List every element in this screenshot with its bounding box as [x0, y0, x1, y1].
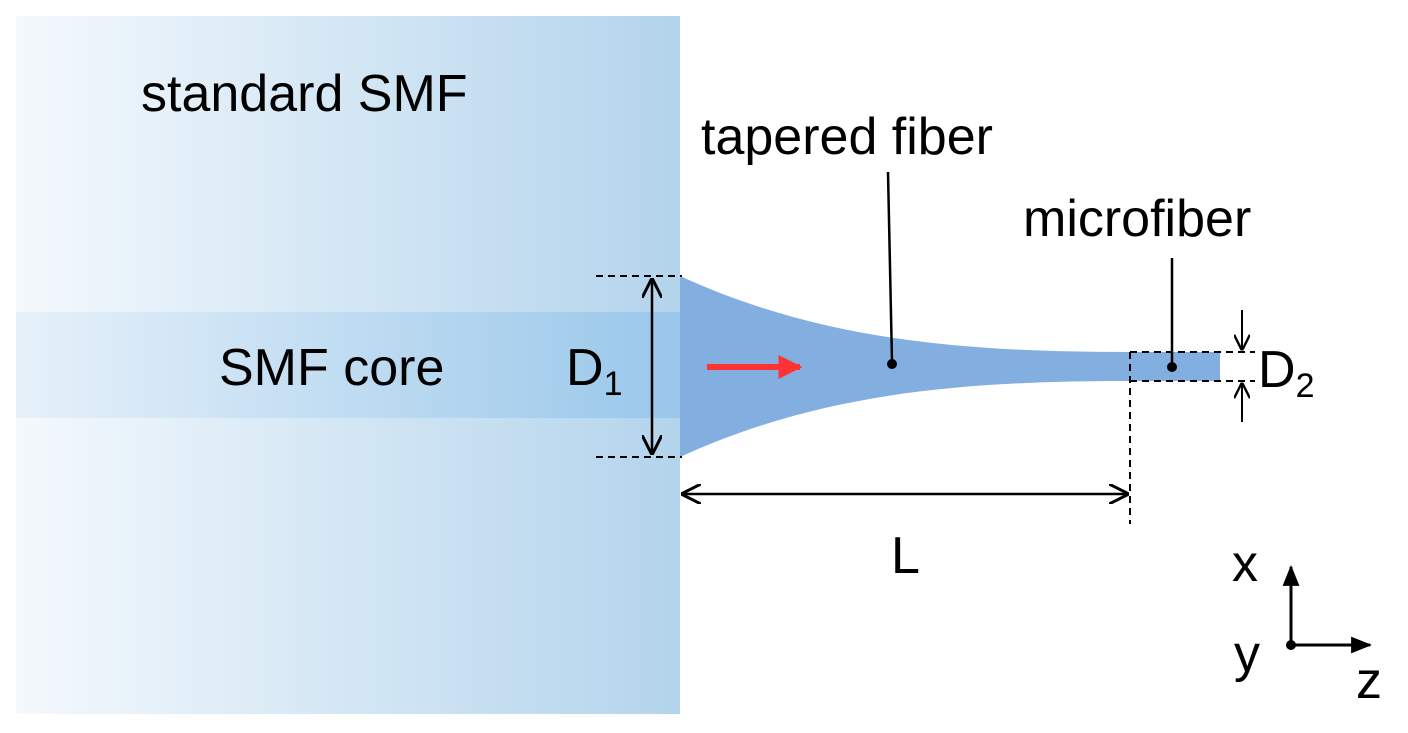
label-d1-sub: 1	[603, 365, 623, 403]
label-d2-main: D	[1258, 341, 1296, 399]
label-axis-y: y	[1234, 625, 1260, 683]
label-d1: D1	[566, 339, 622, 401]
label-axis-z: z	[1356, 652, 1382, 710]
label-smf-core: SMF core	[219, 339, 445, 397]
smf-core	[16, 312, 680, 418]
taper-leader-line	[886, 171, 894, 363]
label-tapered-fiber: tapered fiber	[701, 108, 993, 166]
label-d1-main: D	[566, 339, 604, 397]
label-microfiber: microfiber	[1023, 190, 1252, 248]
label-d2: D2	[1258, 341, 1314, 403]
taper-leader-dot	[887, 359, 897, 369]
label-length: L	[891, 527, 920, 585]
microfiber-leader-dot	[1167, 362, 1177, 372]
taper-region	[680, 276, 1220, 457]
label-axis-x: x	[1232, 535, 1258, 593]
label-d2-sub: 2	[1295, 367, 1315, 405]
label-standard-smf: standard SMF	[141, 65, 468, 123]
